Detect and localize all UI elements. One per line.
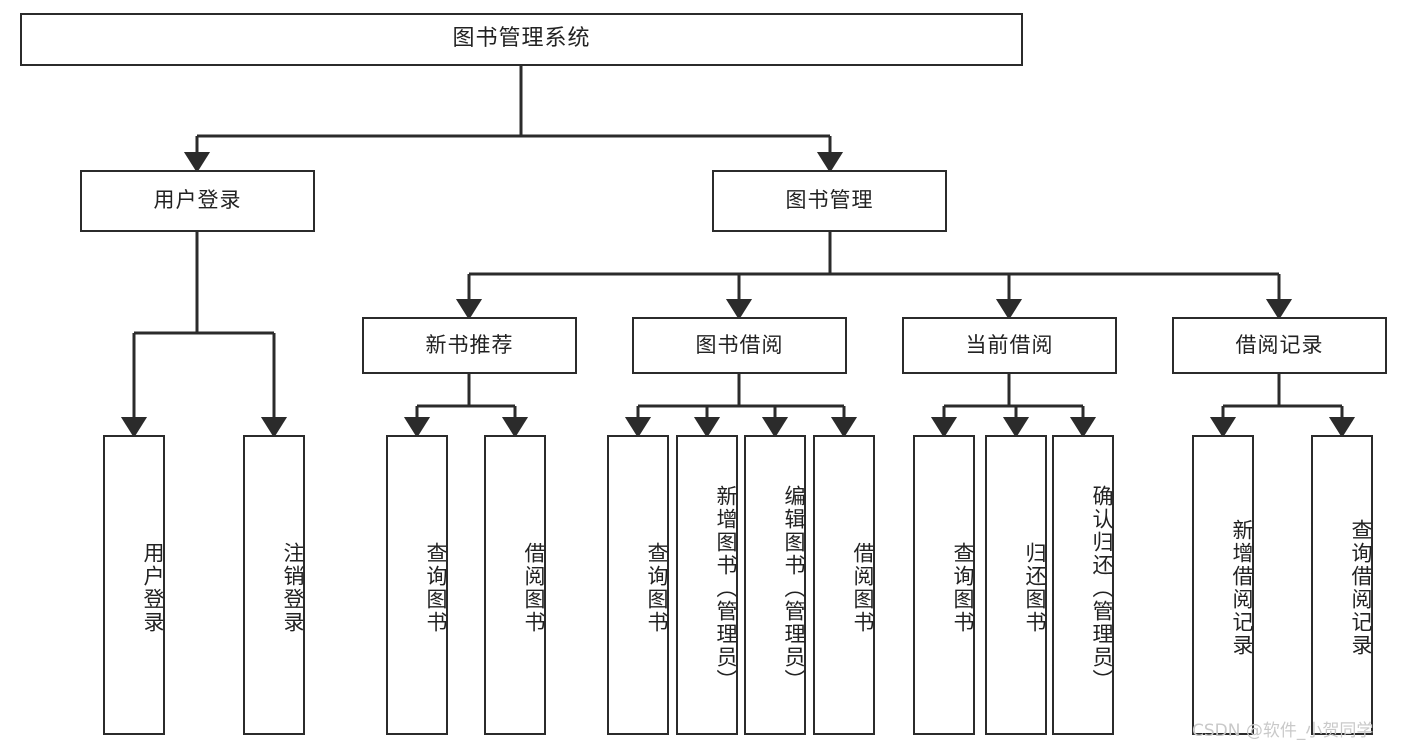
leaf-add-book-admin-label: 新增图书（管理员）	[714, 484, 738, 692]
leaf-query-book-new[interactable]: 查询图书	[386, 435, 448, 735]
leaf-add-book-admin[interactable]: 新增图书（管理员）	[676, 435, 738, 735]
node-book-management-label: 图书管理	[785, 188, 874, 213]
leaf-borrow-book-new-label: 借阅图书	[522, 542, 546, 634]
node-new-book-recommend[interactable]: 新书推荐	[362, 317, 577, 374]
leaf-edit-book-admin-label: 编辑图书（管理员）	[782, 484, 806, 692]
node-root[interactable]: 图书管理系统	[20, 13, 1023, 66]
node-user-login-label: 用户登录	[153, 188, 242, 213]
leaf-return-book-label: 归还图书	[1023, 542, 1047, 634]
leaf-add-borrow-record-label: 新增借阅记录	[1230, 519, 1254, 657]
leaf-user-login-label: 用户登录	[141, 542, 165, 634]
leaf-logout[interactable]: 注销登录	[243, 435, 305, 735]
leaf-query-book-current[interactable]: 查询图书	[913, 435, 975, 735]
node-current-borrow-label: 当前借阅	[965, 332, 1054, 357]
node-book-borrow-label: 图书借阅	[695, 332, 784, 357]
leaf-query-borrow-record-label: 查询借阅记录	[1349, 519, 1373, 657]
leaf-borrow-book-new[interactable]: 借阅图书	[484, 435, 546, 735]
node-current-borrow[interactable]: 当前借阅	[902, 317, 1117, 374]
node-new-book-recommend-label: 新书推荐	[425, 332, 514, 357]
leaf-logout-label: 注销登录	[281, 542, 305, 634]
leaf-query-book-current-label: 查询图书	[951, 542, 975, 634]
node-book-management[interactable]: 图书管理	[712, 170, 947, 232]
leaf-return-book[interactable]: 归还图书	[985, 435, 1047, 735]
leaf-user-login[interactable]: 用户登录	[103, 435, 165, 735]
leaf-edit-book-admin[interactable]: 编辑图书（管理员）	[744, 435, 806, 735]
node-borrow-record[interactable]: 借阅记录	[1172, 317, 1387, 374]
csdn-watermark: CSDN @软件_小贺同学	[1192, 721, 1374, 741]
node-user-login[interactable]: 用户登录	[80, 170, 315, 232]
node-borrow-record-label: 借阅记录	[1235, 332, 1324, 357]
node-root-label: 图书管理系统	[452, 26, 591, 52]
leaf-lend-book-label: 借阅图书	[851, 542, 875, 634]
leaf-query-book-borrow[interactable]: 查询图书	[607, 435, 669, 735]
leaf-add-borrow-record[interactable]: 新增借阅记录	[1192, 435, 1254, 735]
node-book-borrow[interactable]: 图书借阅	[632, 317, 847, 374]
leaf-lend-book[interactable]: 借阅图书	[813, 435, 875, 735]
leaf-confirm-return-admin[interactable]: 确认归还（管理员）	[1052, 435, 1114, 735]
leaf-query-book-new-label: 查询图书	[424, 542, 448, 634]
leaf-query-borrow-record[interactable]: 查询借阅记录	[1311, 435, 1373, 735]
leaf-confirm-return-admin-label: 确认归还（管理员）	[1090, 484, 1114, 692]
leaf-query-book-borrow-label: 查询图书	[645, 542, 669, 634]
